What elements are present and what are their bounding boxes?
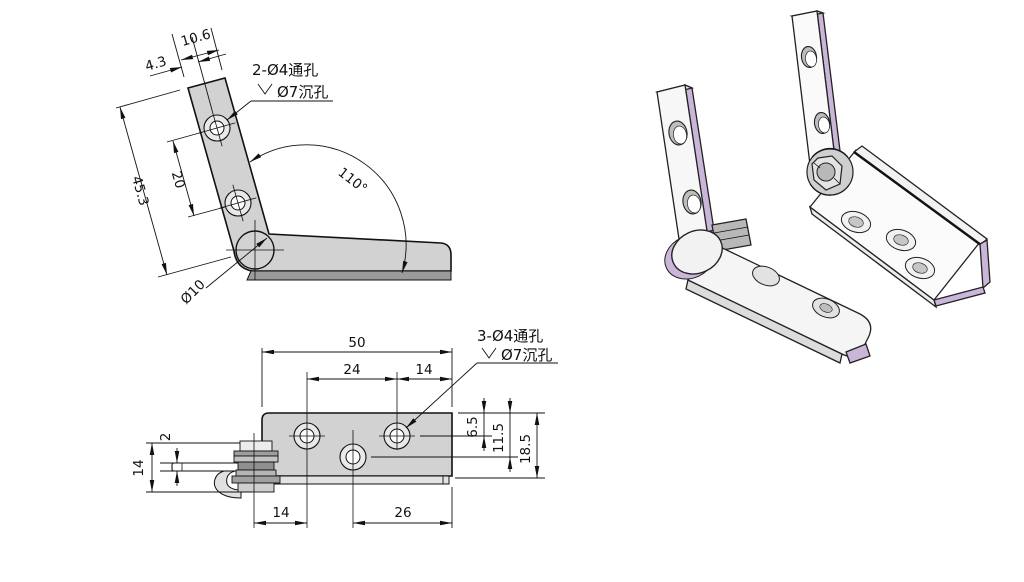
plate-lip — [261, 475, 450, 485]
iso-hinge-left — [654, 83, 872, 364]
dim-angle: 110° — [335, 165, 370, 198]
dim-row2-offset: 11.5 — [491, 423, 507, 453]
front-view: 10.6 4.3 45.3 20 110° Ø10 2-Ø4通孔 Ø7沉孔 — [115, 26, 452, 308]
bottom-note-line1: 3-Ø4通孔 — [477, 327, 543, 345]
iso-arm-hole-1 — [668, 120, 688, 146]
iso-bar-hole-1 — [752, 265, 780, 287]
dim-pivot-dia: Ø10 — [178, 277, 209, 308]
iso-view — [654, 10, 991, 364]
bottom-dimensions: 50 24 14 6.5 11.5 18.5 14 2 — [131, 335, 545, 528]
iso-hinge-right — [789, 10, 991, 309]
front-note-line2: Ø7沉孔 — [277, 83, 328, 101]
dim-arm-thickness: 2 — [158, 433, 174, 442]
dim-hole-spacing: 20 — [168, 169, 188, 190]
dim-hole-span: 24 — [343, 362, 360, 378]
dim-pivot-to-hole: 14 — [272, 505, 289, 521]
pivot-barrel-face — [671, 229, 723, 275]
bottom-note-line2: Ø7沉孔 — [501, 346, 552, 364]
dim-hole-offset: 4.3 — [143, 54, 168, 75]
front-note-line1: 2-Ø4通孔 — [252, 61, 318, 79]
dim-row1-offset: 6.5 — [465, 416, 481, 437]
front-flange-band — [246, 270, 452, 281]
iso-plate-hole-1 — [840, 210, 872, 234]
iso-plate-hole-2 — [885, 228, 917, 252]
front-part-body — [187, 77, 452, 272]
iso-arm-hole-2 — [682, 189, 702, 215]
pivot-stack — [171, 440, 281, 499]
front-hole-note: 2-Ø4通孔 Ø7沉孔 — [226, 61, 333, 121]
dim-stack-height: 14 — [131, 459, 147, 476]
dim-hole-to-edge: 26 — [394, 505, 411, 521]
dim-arm-width: 10.6 — [179, 26, 212, 50]
countersink-icon — [481, 347, 497, 359]
dim-hole-edge: 14 — [415, 362, 432, 378]
countersink-icon — [257, 83, 273, 95]
iso-arm2-hole-1 — [800, 45, 818, 69]
iso-bar-hole-2 — [812, 297, 840, 319]
dim-arm-length: 45.3 — [128, 174, 152, 207]
dim-width: 18.5 — [518, 434, 534, 464]
iso-plate-hole-3 — [904, 256, 936, 280]
bottom-view: 50 24 14 6.5 11.5 18.5 14 2 — [131, 327, 558, 528]
dim-length: 50 — [348, 335, 365, 351]
iso-pivot-nut — [806, 147, 854, 196]
front-hole-upper — [198, 109, 236, 147]
bottom-hole-note: 3-Ø4通孔 Ø7沉孔 — [405, 327, 558, 429]
iso-arm2-hole-2 — [813, 111, 831, 135]
